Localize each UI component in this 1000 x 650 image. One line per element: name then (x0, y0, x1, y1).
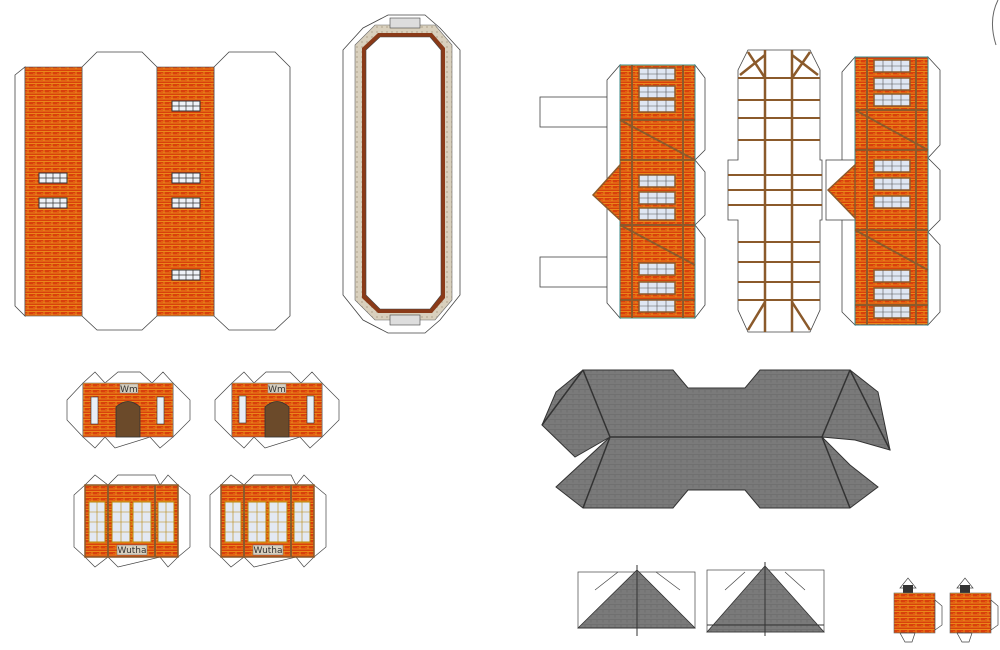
entrance-front-piece: Wm (66, 371, 191, 449)
window (873, 305, 911, 319)
entrance-front-piece: Wm (214, 371, 340, 449)
gable-roof-piece (577, 565, 696, 636)
timbered-wall-piece (825, 55, 941, 327)
window (638, 99, 676, 113)
window (873, 269, 911, 283)
door (264, 401, 290, 438)
window-front-piece: Wutha (73, 474, 191, 568)
timbered-wall-piece (539, 63, 706, 320)
window (873, 159, 911, 173)
window-front-piece: Wutha (209, 474, 327, 568)
town-sign: Wutha (117, 546, 146, 556)
window (171, 269, 201, 281)
chimney-piece (949, 577, 999, 643)
window (638, 174, 676, 188)
window (171, 100, 201, 112)
platform-frame-piece (342, 14, 461, 334)
timber-frame-piece (727, 49, 823, 333)
window (638, 191, 676, 205)
door (115, 401, 141, 438)
window (873, 177, 911, 191)
window (638, 281, 676, 295)
town-sign: Wutha (253, 546, 282, 556)
window (638, 262, 676, 276)
station-sign: Wm (268, 385, 286, 395)
window (638, 85, 676, 99)
window (873, 77, 911, 91)
window (638, 207, 676, 221)
slate-roof-piece (541, 369, 891, 509)
window (873, 59, 911, 73)
window (38, 197, 68, 209)
long-wall-piece (14, 51, 291, 331)
window (873, 93, 911, 107)
window (171, 197, 201, 209)
window (873, 195, 911, 209)
window (38, 172, 68, 184)
gable-roof-piece (706, 562, 825, 636)
page-edge-arc (992, 0, 999, 46)
station-sign: Wm (120, 385, 138, 395)
window (171, 172, 201, 184)
window (873, 287, 911, 301)
chimney-piece (893, 577, 943, 643)
window (638, 67, 676, 81)
window (638, 299, 676, 313)
